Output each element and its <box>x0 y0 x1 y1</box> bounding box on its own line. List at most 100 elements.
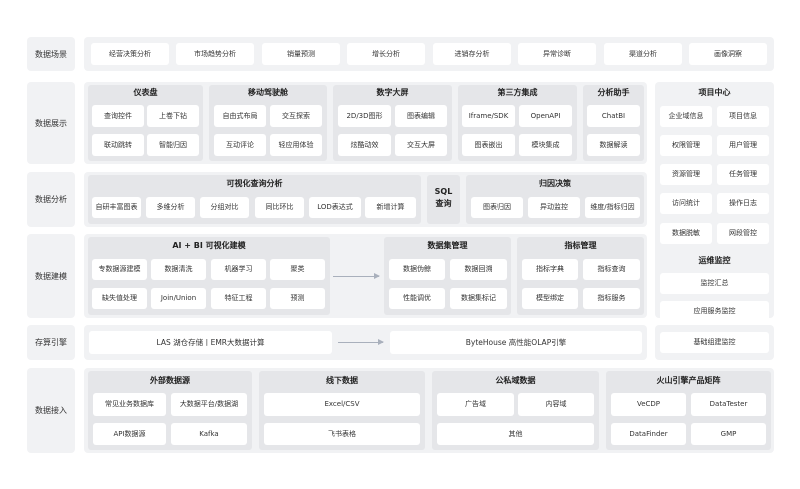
offline-data-item: Excel/CSV <box>264 393 420 416</box>
domain-data-item: 广告域 <box>437 393 514 416</box>
dataset-item: 数据回溯 <box>450 259 507 280</box>
ai-modeling-title: AI + BI 可视化建模 <box>172 241 246 250</box>
project-item: 权限管理 <box>660 135 712 156</box>
scene-chip: 市场趋势分析 <box>176 43 254 65</box>
assistant-title: 分析助手 <box>597 88 630 97</box>
ai-modeling-item: 预测 <box>270 288 325 309</box>
metric-item: 指标服务 <box>583 288 640 309</box>
project-item: 网段管控 <box>717 223 769 244</box>
row-label-scenes: 数据场景 <box>27 37 75 71</box>
ops-item: 应用服务监控 <box>660 301 769 322</box>
ai-modeling-item: Join/Union <box>151 288 206 309</box>
scene-chip: 画像洞察 <box>689 43 767 65</box>
visual-query-item: 新增计算 <box>365 197 416 218</box>
project-item: 用户管理 <box>717 135 769 156</box>
thirdparty-item: 模块集成 <box>519 134 572 156</box>
ai-modeling-item: 聚类 <box>270 259 325 280</box>
metric-item: 指标字典 <box>522 259 578 280</box>
volc-product-item: DataFinder <box>611 423 686 445</box>
ai-modeling-item: 专数据源建模 <box>92 259 147 280</box>
project-item: 资源管理 <box>660 164 712 185</box>
ai-modeling-item: 机器学习 <box>211 259 266 280</box>
thirdparty-item: Iframe/SDK <box>462 105 515 127</box>
project-item: 任务管理 <box>717 164 769 185</box>
ops-title: 运维监控 <box>698 256 731 265</box>
visual-query-item: 同比环比 <box>255 197 304 218</box>
metric-item: 模型绑定 <box>522 288 578 309</box>
dashboard-item: 智能归因 <box>147 134 199 156</box>
project-item: 操作日志 <box>717 193 769 214</box>
ops-item: 监控汇总 <box>660 273 769 294</box>
project-item: 数据脱敏 <box>660 223 712 244</box>
sql-query-line2: 查询 <box>435 199 452 208</box>
scene-chip: 渠道分析 <box>604 43 682 65</box>
storage-flow-arrow <box>338 339 384 345</box>
storage-olap-chip: ByteHouse 高性能OLAP引擎 <box>390 331 642 354</box>
project-item: 访问统计 <box>660 193 712 214</box>
external-source-item: Kafka <box>171 423 247 445</box>
bigscreen-item: 炫酷动效 <box>338 134 391 156</box>
bigscreen-item: 交互大屏 <box>395 134 447 156</box>
external-source-item: API数据源 <box>93 423 166 445</box>
dashboard-item: 查询控件 <box>92 105 144 127</box>
external-source-item: 常见业务数据库 <box>93 393 166 416</box>
visual-query-item: 自研丰富图表 <box>92 197 141 218</box>
metric-item: 指标查询 <box>583 259 640 280</box>
mobile-item: 轻应用体验 <box>270 134 322 156</box>
visual-query-item: 多维分析 <box>146 197 195 218</box>
assistant-item: ChatBI <box>587 105 640 127</box>
volc-product-item: GMP <box>691 423 766 445</box>
dashboard-title: 仪表盘 <box>133 88 158 97</box>
volc-product-item: VeCDP <box>611 393 686 416</box>
ops-item: 基础组建监控 <box>660 332 769 353</box>
domain-data-item: 内容域 <box>518 393 594 416</box>
scene-chip: 销量预测 <box>262 43 340 65</box>
visual-query-item: LOD表达式 <box>309 197 361 218</box>
bigscreen-item: 图表编辑 <box>395 105 447 127</box>
domain-data-title: 公私域数据 <box>495 376 536 385</box>
offline-data-title: 线下数据 <box>326 376 358 385</box>
dashboard-item: 联动跳转 <box>92 134 144 156</box>
row-label-analysis: 数据分析 <box>27 172 75 227</box>
storage-lake-chip: LAS 湖仓存储丨EMR大数据计算 <box>89 331 332 354</box>
scene-chip: 进销存分析 <box>433 43 511 65</box>
row-label-storage: 存算引擎 <box>27 325 75 360</box>
attribution-title: 归因决策 <box>539 179 571 188</box>
scene-chip: 经营决策分析 <box>91 43 169 65</box>
dashboard-item: 上卷下钻 <box>147 105 199 127</box>
visual-query-item: 分组对比 <box>200 197 249 218</box>
project-title: 项目中心 <box>698 88 731 97</box>
attribution-item: 异动监控 <box>528 197 580 218</box>
dataset-item: 性能调优 <box>389 288 445 309</box>
project-item: 企业域信息 <box>660 106 712 127</box>
row-label-display: 数据展示 <box>27 82 75 164</box>
visual-query-title: 可视化查询分析 <box>226 179 283 188</box>
sql-query-line1: SQL <box>434 187 453 196</box>
mobile-item: 交互探索 <box>270 105 322 127</box>
volc-product-item: DataTester <box>691 393 766 416</box>
offline-data-item: 飞书表格 <box>264 423 420 445</box>
sql-query-panel <box>427 175 460 224</box>
ai-modeling-item: 数据清洗 <box>151 259 206 280</box>
bigscreen-item: 2D/3D图形 <box>338 105 391 127</box>
assistant-item: 数据解读 <box>587 134 640 156</box>
dataset-item: 数据集标记 <box>450 288 507 309</box>
row-label-modeling: 数据建模 <box>27 234 75 318</box>
attribution-item: 图表归因 <box>471 197 523 218</box>
scene-chip: 异常诊断 <box>518 43 596 65</box>
external-source-item: 大数据平台/数据湖 <box>171 393 247 416</box>
ai-modeling-item: 缺失值处理 <box>92 288 147 309</box>
row-label-ingest: 数据接入 <box>27 368 75 453</box>
modeling-flow-arrow <box>333 273 380 279</box>
bigscreen-title: 数字大屏 <box>376 88 409 97</box>
dataset-item: 数据伪鲸 <box>389 259 445 280</box>
mobile-item: 互动评论 <box>214 134 266 156</box>
thirdparty-title: 第三方集成 <box>497 88 538 97</box>
volc-products-title: 火山引擎产品矩阵 <box>656 376 721 385</box>
external-source-title: 外部数据源 <box>150 376 190 385</box>
metric-title: 指标管理 <box>564 241 597 250</box>
attribution-item: 维度/指标归因 <box>585 197 640 218</box>
thirdparty-item: 图表嵌出 <box>462 134 515 156</box>
ai-modeling-item: 特征工程 <box>211 288 266 309</box>
domain-data-item: 其他 <box>437 423 594 445</box>
